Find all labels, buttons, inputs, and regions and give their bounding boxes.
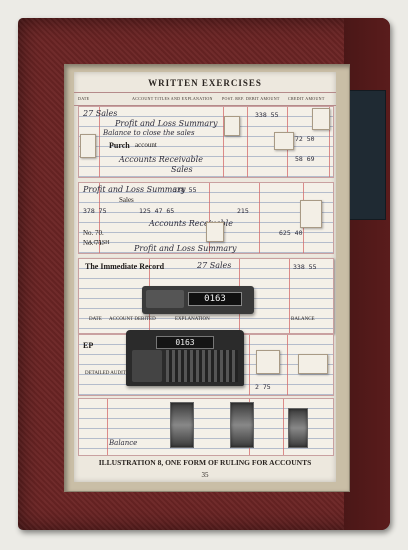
handwritten-entry: Balance [109, 439, 138, 447]
printed-label: No. 70. [83, 229, 104, 237]
cutout-window [288, 408, 308, 448]
printed-label: DETAILED AUDIT STRIP [85, 371, 141, 376]
printed-label: Purch [109, 141, 130, 150]
amount: 2 75 [255, 383, 271, 391]
amount: 338 55 [255, 111, 279, 119]
page-title: WRITTEN EXERCISES [148, 78, 262, 88]
handwritten-entry: 27 Sales [83, 109, 118, 118]
printed-label: BALANCE [291, 317, 315, 322]
red-rule [329, 107, 330, 177]
amount: 72 50 [295, 135, 315, 143]
printed-label: Sales [119, 196, 134, 204]
amount: 125 47 65 [139, 207, 175, 215]
printed-label: EP [83, 341, 94, 350]
paper-cube [274, 132, 294, 150]
cutout-window [230, 402, 254, 448]
red-rule [209, 183, 210, 253]
printed-label: DATE [89, 317, 102, 322]
amount: 378 75 [83, 207, 107, 215]
amount: 215 [237, 207, 249, 215]
section-heading: The Immediate Record [85, 262, 165, 271]
printed-label: A CASH [88, 240, 110, 246]
carved-page: WRITTEN EXERCISES DATE ACCOUNT TITLES AN… [74, 72, 336, 482]
amount: 58 69 [295, 155, 315, 163]
paper-cube [80, 134, 96, 158]
printed-label: account [135, 141, 157, 149]
book-spine [344, 18, 390, 530]
page-number: 35 [201, 471, 209, 479]
cash-register-small: 0163 [142, 286, 254, 314]
register-keys [166, 350, 238, 382]
col-date: DATE [78, 96, 90, 101]
paper-cube [300, 200, 322, 228]
handwritten-entry: Profit and Loss Summary [134, 244, 237, 253]
col-credit: CREDIT AMOUNT [288, 96, 325, 101]
amount: 338 55 [173, 186, 197, 194]
paper-cube [206, 222, 224, 242]
register-display: 0163 [188, 292, 242, 306]
handwritten-entry: Accounts Receivable [119, 155, 203, 164]
col-debit: DEBIT AMOUNT [246, 96, 280, 101]
handwritten-entry: Accounts Receivable [149, 219, 233, 228]
paper-cube [256, 350, 280, 374]
ledger-block-upper: 27 Sales Profit and Loss Summary Balance… [78, 106, 334, 178]
printed-label: EXPLANATION [175, 317, 210, 322]
illustration-caption: ILLUSTRATION 8, ONE FORM OF RULING FOR A… [98, 458, 312, 467]
handwritten-entry: Profit and Loss Summary [83, 185, 186, 194]
amount: 338 55 [293, 263, 317, 271]
register-housing [146, 290, 184, 308]
register-display: 0163 [156, 336, 214, 349]
spine-label-panel [346, 90, 386, 220]
red-rule [247, 107, 248, 177]
cash-register-main: 0163 [126, 330, 244, 386]
red-rule [259, 183, 260, 253]
amount: 625 40 [279, 229, 303, 237]
cutout-window [170, 402, 194, 448]
red-rule [287, 335, 288, 395]
column-header-row: DATE ACCOUNT TITLES AND EXPLANATION POST… [74, 92, 336, 106]
printed-label: ACCOUNT DEBITED [109, 317, 156, 322]
red-rule [249, 335, 250, 395]
col-account: ACCOUNT TITLES AND EXPLANATION [132, 96, 213, 101]
red-rule [289, 259, 290, 333]
handwritten-entry: Profit and Loss Summary [115, 119, 218, 128]
red-rule [99, 107, 100, 177]
paper-cube [224, 116, 240, 136]
handwritten-entry: Balance to close the sales [103, 129, 195, 137]
handwritten-entry: 27 Sales [197, 261, 232, 270]
col-post-ref: POST. REF. [222, 96, 245, 101]
ledger-block-middle: Profit and Loss Summary 338 55 Sales 378… [78, 182, 334, 254]
paper-cube [298, 354, 328, 374]
printed-label: No. 71. [83, 239, 104, 247]
red-rule [223, 107, 224, 177]
red-rule [107, 399, 108, 455]
red-rule [283, 399, 284, 455]
handwritten-entry: Sales [171, 165, 193, 174]
register-body [132, 350, 162, 382]
paper-cube [312, 108, 330, 130]
red-rule [99, 183, 100, 253]
